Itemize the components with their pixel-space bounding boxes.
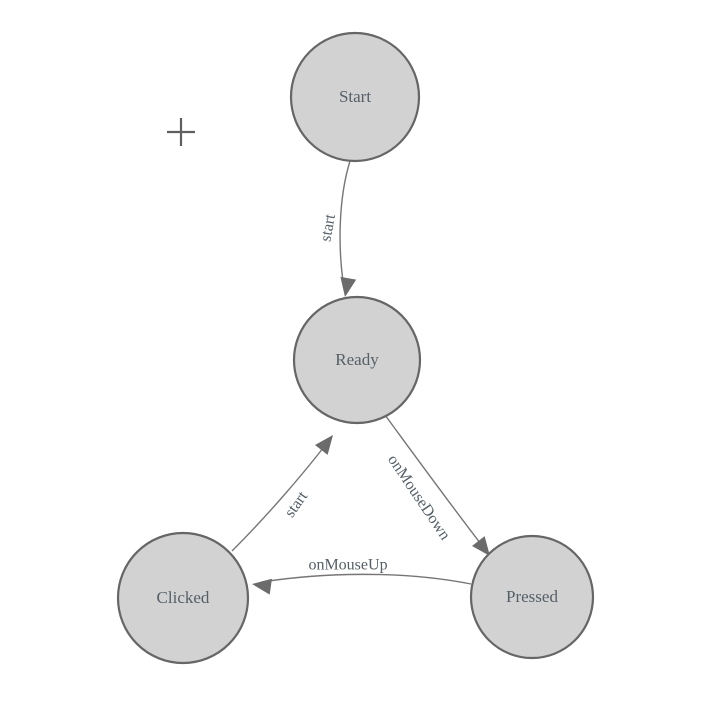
node-circle-ready[interactable] <box>292 295 422 425</box>
edge-label-pressed-to-clicked: onMouseUp <box>308 557 387 574</box>
edge-start-to-ready[interactable]: start <box>317 160 357 298</box>
edge-label-start-to-ready: start <box>317 212 339 243</box>
node-circle-start[interactable] <box>289 31 421 163</box>
node-pressed[interactable]: Pressed <box>469 534 595 660</box>
edge-clicked-to-ready[interactable]: start <box>231 430 339 552</box>
node-circle-clicked[interactable] <box>116 531 250 665</box>
edge-label-ready-to-pressed: onMouseDown <box>384 452 453 543</box>
node-label-ready: Ready <box>335 350 379 369</box>
node-label-clicked: Clicked <box>157 588 210 607</box>
node-start[interactable]: Start <box>289 31 421 163</box>
arrowhead-ready-to-pressed <box>471 536 490 556</box>
edge-pressed-to-clicked[interactable]: onMouseUp <box>251 557 472 595</box>
node-clicked[interactable]: Clicked <box>116 531 250 665</box>
node-ready[interactable]: Ready <box>292 295 422 425</box>
node-circle-pressed[interactable] <box>469 534 595 660</box>
edge-line-pressed-to-clicked <box>261 573 472 585</box>
edge-line-ready-to-pressed <box>384 414 485 549</box>
node-label-pressed: Pressed <box>506 587 558 606</box>
arrowhead-clicked-to-ready <box>314 435 333 455</box>
arrowhead-pressed-to-clicked <box>252 578 272 595</box>
edge-line-start-to-ready <box>339 160 351 289</box>
crosshair-marker <box>167 118 195 146</box>
node-label-start: Start <box>339 87 371 106</box>
edge-line-clicked-to-ready <box>231 442 328 552</box>
arrowhead-start-to-ready <box>340 276 357 297</box>
edge-ready-to-pressed[interactable]: onMouseDown <box>384 414 496 561</box>
